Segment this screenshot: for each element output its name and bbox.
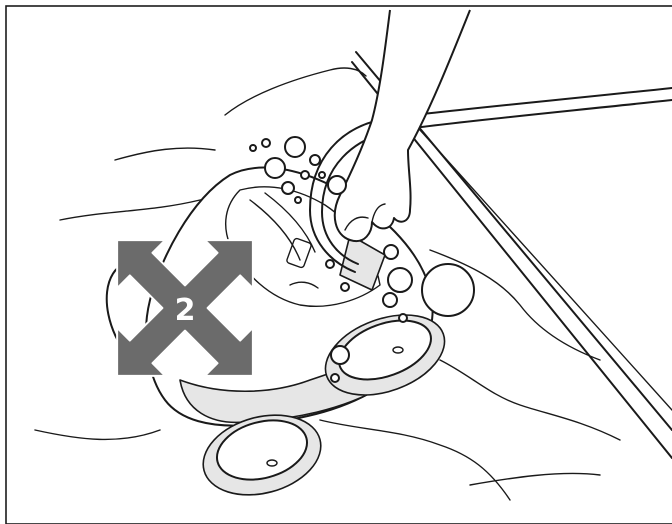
hand [335, 10, 470, 241]
step-number: 2 [175, 293, 196, 328]
